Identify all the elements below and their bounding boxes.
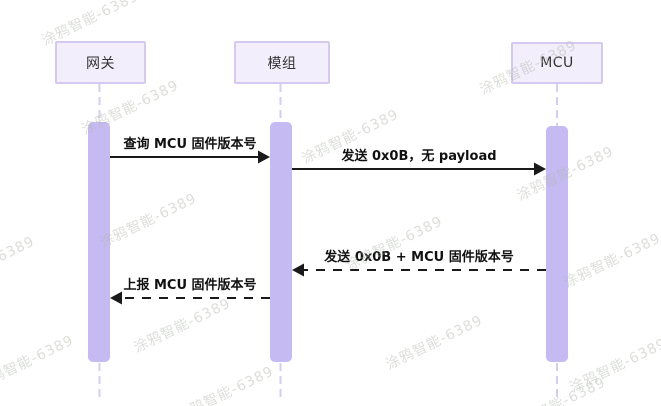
message-arrow-1: [110, 150, 270, 164]
message-arrow-3: [292, 263, 546, 277]
arrowhead-right-icon: [258, 150, 270, 164]
participant-label-module: 模组: [267, 55, 297, 72]
message-label-3: 发送 0x0B + MCU 固件版本号: [324, 250, 514, 265]
message-arrow-4: [110, 291, 270, 305]
participant-label-mcu: MCU: [540, 55, 574, 71]
participant-box-module: 模组: [234, 41, 330, 84]
message-label-1: 查询 MCU 固件版本号: [123, 137, 257, 152]
participant-label-gateway: 网关: [86, 55, 115, 72]
arrowhead-left-icon: [110, 291, 122, 305]
message-arrow-2: [292, 162, 546, 176]
participant-box-gateway: 网关: [55, 41, 146, 84]
message-label-2: 发送 0x0B，无 payload: [341, 149, 497, 164]
message-label-4: 上报 MCU 固件版本号: [123, 278, 257, 293]
activation-bar-mcu: [546, 126, 568, 362]
arrowhead-right-icon: [534, 162, 546, 176]
activation-bar-module: [270, 122, 292, 362]
participant-box-mcu: MCU: [511, 42, 603, 84]
arrowhead-left-icon: [292, 263, 304, 277]
activation-bar-gateway: [88, 122, 110, 362]
